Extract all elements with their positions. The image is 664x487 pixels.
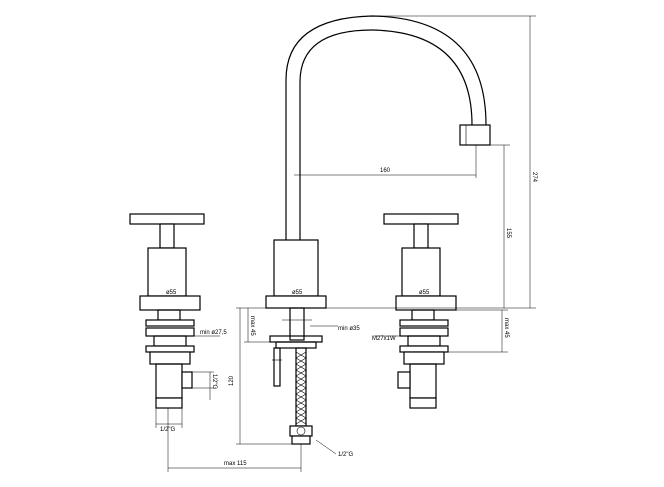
hose-nut-bottom bbox=[291, 435, 311, 445]
right-outlet-side bbox=[397, 371, 411, 389]
deck-thickness-left-label: max 45 bbox=[249, 316, 255, 336]
right-handle-diameter-label: ø55 bbox=[419, 290, 430, 296]
spout-base-flange bbox=[265, 295, 327, 309]
deck-hole-center-min-label: min ø35 bbox=[338, 326, 360, 332]
spout-assembly bbox=[265, 15, 491, 445]
spout-body bbox=[273, 239, 319, 297]
right-washer-2 bbox=[399, 327, 449, 337]
left-handle-body bbox=[147, 247, 187, 297]
spout-height-label: 155 bbox=[505, 228, 511, 239]
spout-rod bbox=[273, 347, 281, 387]
hose-thread-label: 1/2"G bbox=[338, 452, 353, 458]
left-outlet-side bbox=[181, 371, 193, 389]
right-washer-1 bbox=[399, 319, 449, 327]
dimension-labels: 160 274 155 ø55 ø55 ø55 min ø27,5 min ø3… bbox=[160, 168, 537, 467]
dimension-lines bbox=[155, 15, 536, 472]
inlet-thread-left-label: 1/2"G bbox=[160, 427, 175, 433]
spout-gooseneck-outer bbox=[285, 15, 487, 240]
spout-shank bbox=[289, 307, 305, 341]
spout-washer-bottom bbox=[275, 341, 317, 349]
right-washer-3 bbox=[407, 335, 441, 347]
left-washer-1 bbox=[145, 319, 195, 327]
left-handle-stem bbox=[159, 223, 175, 249]
right-handle-body bbox=[401, 247, 441, 297]
right-washer-4 bbox=[399, 345, 449, 353]
left-nut bbox=[149, 351, 191, 365]
right-inlet-nut bbox=[409, 397, 437, 409]
spout-tip bbox=[459, 124, 491, 146]
right-shank bbox=[411, 309, 435, 321]
spout-base-diameter-label: ø55 bbox=[292, 290, 303, 296]
left-washer-2 bbox=[145, 327, 195, 337]
right-handle-stem bbox=[413, 223, 429, 249]
left-washer-4 bbox=[145, 345, 195, 353]
left-handle-assembly bbox=[129, 213, 205, 409]
right-valve-body bbox=[409, 363, 437, 399]
outlet-thread-left-label: 1/2"G bbox=[211, 374, 217, 389]
hose-nut bbox=[289, 425, 313, 437]
left-valve-body bbox=[155, 363, 183, 399]
right-nut bbox=[403, 351, 445, 365]
left-shank bbox=[157, 309, 181, 321]
left-handle-lever bbox=[129, 213, 205, 225]
right-handle-lever bbox=[383, 213, 459, 225]
deck-hole-min-label: min ø27,5 bbox=[200, 330, 227, 336]
spout-reach-label: 160 bbox=[380, 168, 391, 174]
left-handle-flange bbox=[139, 295, 201, 311]
deck-thickness-right-label: max 45 bbox=[503, 318, 509, 338]
left-inlet-nut bbox=[155, 397, 183, 409]
thread-right-label: M27x1W bbox=[372, 336, 396, 342]
left-handle-diameter-label: ø55 bbox=[166, 290, 177, 296]
spout-washer-top bbox=[269, 335, 323, 343]
braided-hose-pattern bbox=[295, 351, 307, 425]
max-spread-label: max 115 bbox=[224, 461, 247, 467]
right-handle-assembly bbox=[383, 213, 459, 409]
total-height-label: 274 bbox=[531, 172, 537, 183]
spout-gooseneck-inner bbox=[299, 29, 473, 240]
hose-length-label: 120 bbox=[229, 375, 235, 386]
left-washer-3 bbox=[153, 335, 187, 347]
